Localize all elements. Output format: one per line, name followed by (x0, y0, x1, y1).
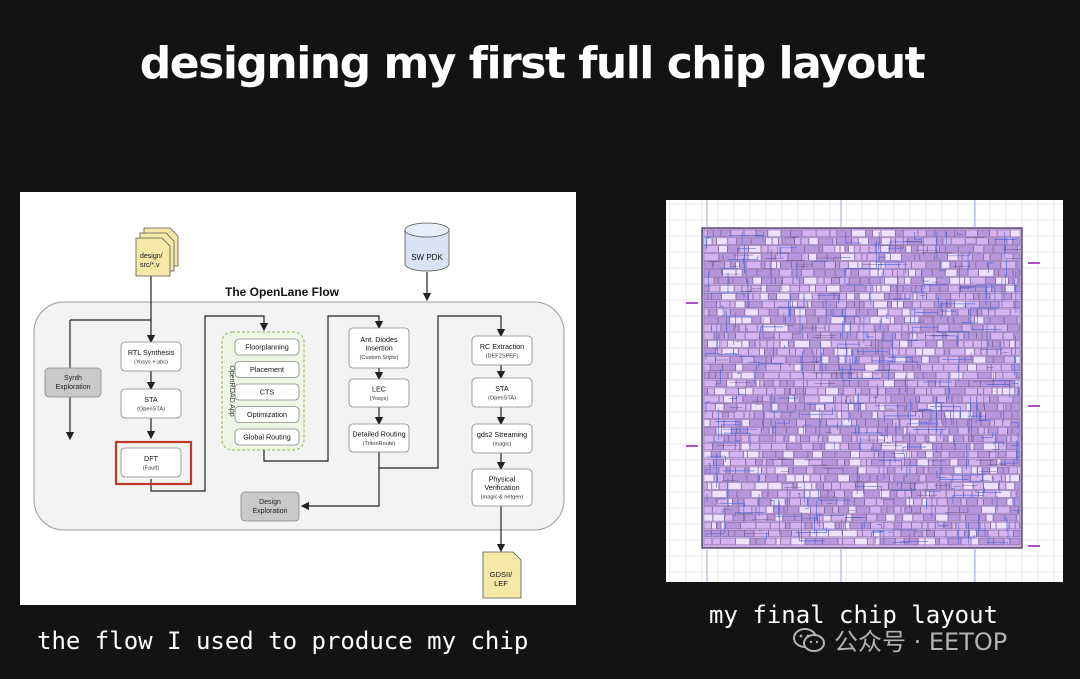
box-detailed-routing-2-title: Detailed Routing (352, 429, 405, 438)
box-physical-3-subtitle: (magic & netgen) (481, 495, 524, 501)
box-rtl-synthesis-0-title: RTL Synthesis (128, 348, 175, 357)
box-sta-1-title: STA (144, 395, 158, 404)
output-label: GDSII/LEF (490, 570, 513, 588)
column-synthesis: RTL Synthesis (Yosys + abc) STA (OpenSTA) DF… (120, 341, 182, 478)
box-detailed-routing-2: Detailed Routing (TritonRoute) (348, 423, 410, 453)
box-gds2-streaming-2-subtitle: (magic) (493, 441, 512, 447)
box-rc-extraction-0-title: RC Extraction (480, 342, 524, 351)
watermark-text: 公众号 · EETOP (834, 628, 1008, 656)
metal-lines (708, 236, 1021, 534)
box-rc-extraction-0-subtitle: (DEF2SPEF) (486, 353, 519, 359)
dft-highlight (114, 440, 193, 486)
box-cts-title: CTS (260, 388, 275, 397)
box-sta-1-title: STA (495, 384, 509, 393)
standard-cell-rows (703, 229, 1021, 545)
wechat-icon (793, 627, 825, 652)
chip-layout-render (666, 200, 1063, 582)
watermark: 公众号 · EETOP (792, 622, 1007, 657)
box-lec-1-title: LEC (372, 384, 386, 393)
design-exploration-box (240, 491, 300, 522)
box-detailed-routing-2-subtitle: (TritonRoute) (363, 441, 396, 447)
flow-svg: The OpenLane Flow OpenROAD App (33, 222, 565, 599)
flow-title: The OpenLane Flow (225, 285, 340, 299)
design-files-icon (135, 227, 179, 277)
flow-connectors (65, 272, 506, 553)
box-placement-title: Placement (250, 365, 284, 374)
openlane-flow-diagram: The OpenLane Flow OpenROAD App (20, 192, 576, 605)
box-lec-1-subtitle: (Yosys) (370, 396, 389, 402)
box-rc-extraction-0: RC Extraction (DEF2SPEF) (471, 335, 533, 366)
box-optimization: Optimization (234, 406, 300, 423)
caption-flow: the flow I used to produce my chip (37, 627, 529, 655)
box-dft-2-subtitle: (Fault) (143, 465, 159, 471)
box-gds2-streaming-2: gds2 Streaming (magic) (471, 423, 533, 454)
box-global-routing-title: Global Routing (243, 433, 291, 442)
box-sta-1: STA (OpenSTA) (120, 388, 182, 419)
box-dft-2: DFT (Fault) (120, 447, 182, 478)
box-sta-1: STA (OpenSTA) (471, 377, 533, 408)
box-placement: Placement (234, 361, 300, 378)
chip-layout-panel (666, 200, 1063, 582)
output-file-icon (482, 551, 522, 599)
box-gds2-streaming-2-title: gds2 Streaming (477, 430, 527, 439)
box-global-routing: Global Routing (234, 428, 300, 446)
box-sta-1-subtitle: (OpenSTA) (488, 395, 516, 401)
synth-exploration-box (44, 367, 102, 398)
design-files-label: design/src/*.v (140, 253, 163, 269)
box-floorplanning: Floorplanning (234, 338, 300, 356)
column-signoff: RC Extraction (DEF2SPEF) STA (OpenSTA) gds2 … (471, 335, 533, 507)
box-optimization-title: Optimization (247, 410, 287, 419)
routing-wires (705, 232, 1019, 544)
box-lec-1: LEC (Yosys) (348, 378, 410, 408)
box-cts: CTS (234, 383, 300, 401)
box-sta-1-subtitle: (OpenSTA) (137, 406, 165, 412)
sw-pdk-database-icon (404, 222, 450, 272)
box-ant-diodes-0-subtitle: (Custom Sripts) (360, 355, 399, 361)
box-floorplanning-title: Floorplanning (245, 343, 289, 352)
box-dft-2-title: DFT (144, 454, 159, 463)
openroad-label: OpenROAD App (228, 365, 235, 416)
power-straps (706, 200, 976, 582)
slide-title: designing my first full chip layout (139, 38, 926, 89)
caption-chip: my final chip layout (709, 601, 998, 629)
io-pins (686, 262, 1040, 547)
box-rtl-synthesis-0-subtitle: (Yosys + abc) (134, 359, 168, 365)
box-rtl-synthesis-0: RTL Synthesis (Yosys + abc) (120, 341, 182, 372)
sw-pdk-label: SW PDK (411, 253, 443, 262)
